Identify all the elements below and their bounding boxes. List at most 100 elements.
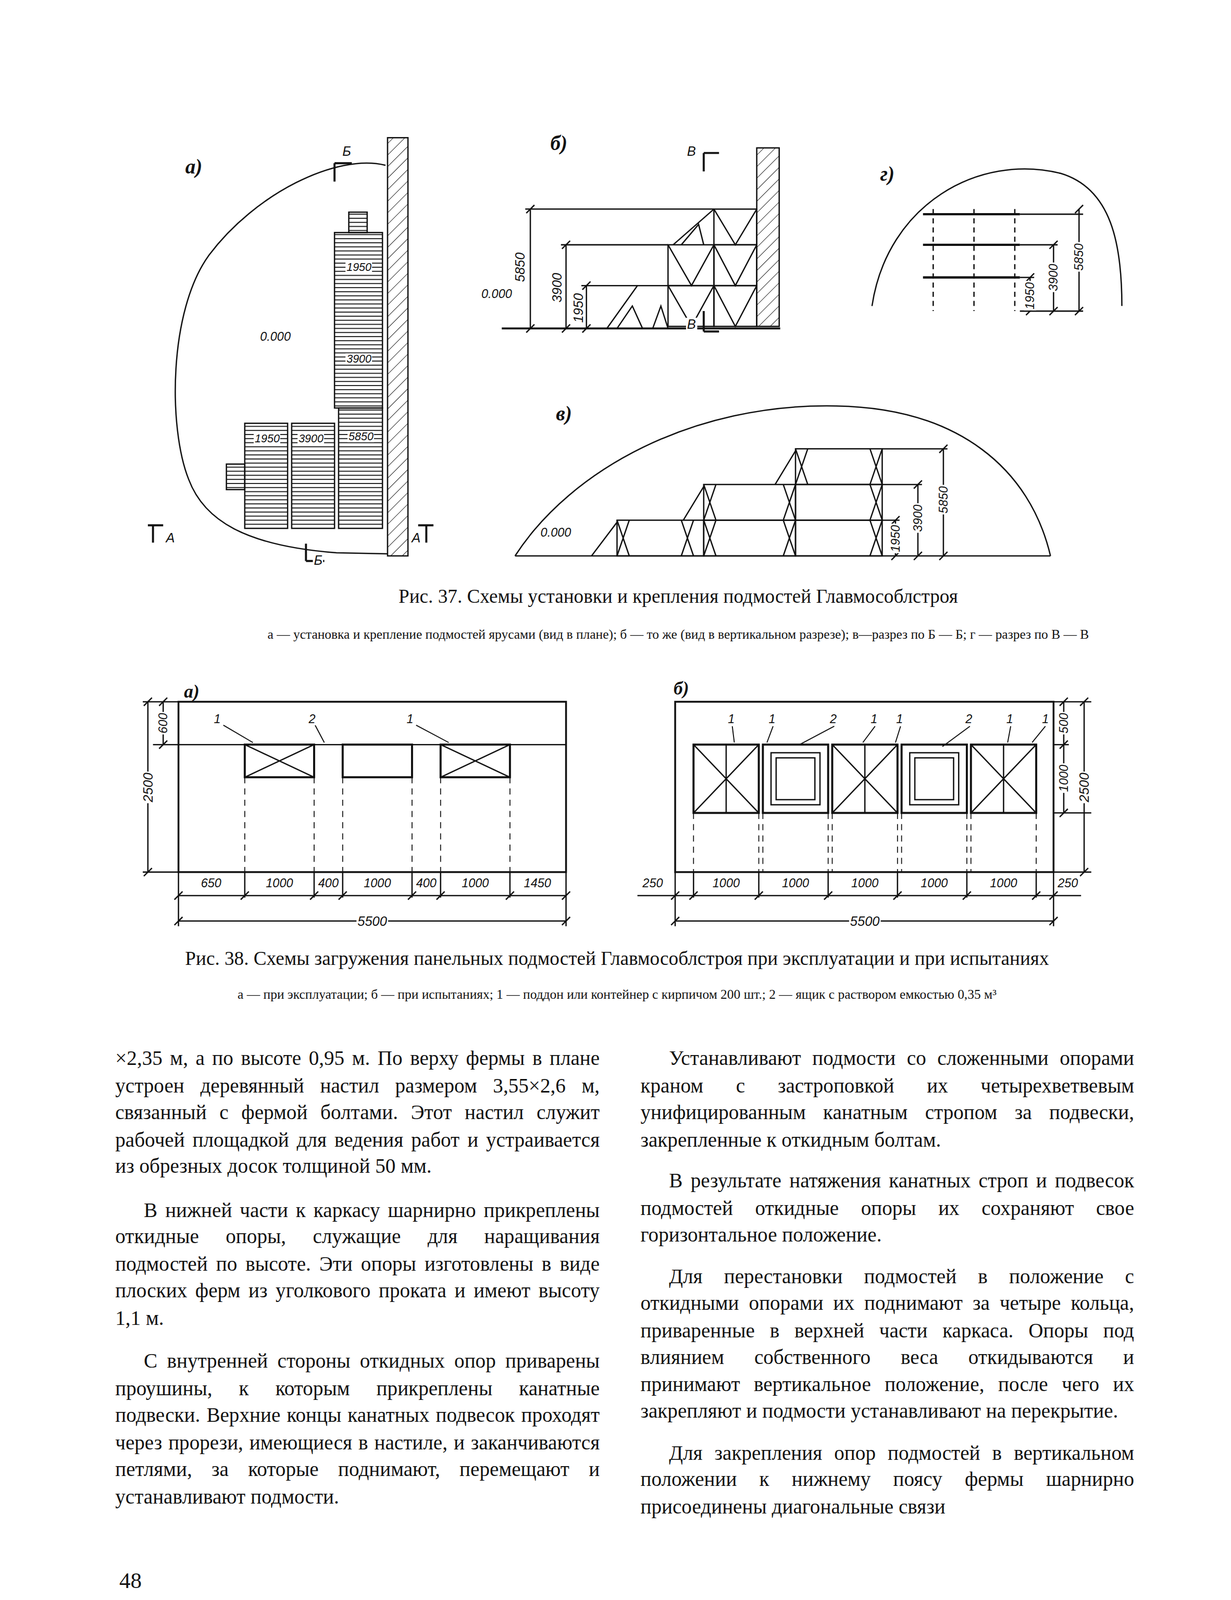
dimension-label: А: [410, 530, 422, 544]
dimension-label: 1: [212, 712, 222, 725]
fig37a-plan-part: [226, 464, 245, 490]
dimension-label: 2: [828, 712, 838, 725]
dimension-label: 1: [767, 712, 777, 725]
dimension-label: 5850: [1073, 242, 1086, 272]
text-column: ×2,35 м, а по высоте 0,95 м. По верху фе…: [115, 1044, 600, 1510]
figure-letter: а): [183, 682, 200, 701]
dimension-label: 600: [156, 711, 169, 735]
fig37a-plan-part: [291, 423, 335, 529]
dimension-label: 1000: [264, 877, 294, 890]
figure-letter: б): [550, 132, 568, 154]
fig37v-section-part: [591, 450, 796, 556]
dimension-label: 1950: [253, 432, 281, 445]
fig37b-section-part: [667, 244, 714, 286]
dimension-label: В: [686, 144, 698, 158]
caption-legend: а — при эксплуатации; б — при испытаниях…: [127, 985, 1107, 1003]
dimension-label: 3900: [550, 271, 564, 304]
caption-legend: а — установка и крепление подмостей ярус…: [208, 625, 1148, 643]
fig38b-scheme-part: [1053, 701, 1091, 873]
fig37a-plan-part: [349, 212, 368, 233]
dimension-label: 1: [405, 712, 415, 725]
dimension-label: 1: [869, 712, 879, 725]
fig37v-section-part: [703, 519, 796, 556]
fig38b-scheme-part: [771, 752, 820, 805]
fig37v-section-part: [703, 484, 883, 521]
fig37v-section-part: [616, 519, 882, 556]
fig37v-section-part: [795, 448, 882, 485]
fig37b-section-part: [606, 208, 715, 329]
fig38b-scheme-part: [675, 701, 1054, 873]
fig37b-section-part: [667, 208, 757, 327]
fig37g-section-part: [872, 168, 1123, 306]
page-number: 48: [119, 1569, 142, 1593]
dimension-label: 1: [1005, 712, 1015, 725]
dimension-label: 3900: [297, 432, 325, 445]
dimension-label: 3900: [911, 503, 924, 533]
fig37b-section-part: [526, 205, 591, 333]
dimension-label: 2500: [1077, 771, 1091, 804]
fig38a-scheme-part: [178, 701, 567, 873]
dimension-label: 2500: [141, 771, 155, 804]
fig37a-plan-part: [387, 137, 408, 556]
dimension-label: 5850: [937, 485, 950, 515]
fig37v-section-part: [795, 519, 882, 556]
dimension-label: 0.000: [480, 287, 514, 300]
dimension-label: 500: [1057, 711, 1070, 735]
dimension-label: 5850: [513, 251, 527, 284]
fig37b-section-part: [525, 208, 714, 329]
fig37v-section: [515, 405, 1051, 561]
dimension-label: 1950: [889, 524, 902, 554]
fig38b-scheme-part: [914, 757, 954, 800]
fig37v-section-part: [703, 484, 796, 521]
fig38a-scheme-part: [244, 777, 511, 873]
dimension-label: 1000: [919, 877, 949, 890]
fig37g-section-part: [923, 214, 1021, 278]
figure-caption: Рис. 38. Схемы загружения панельных подм…: [107, 947, 1128, 971]
body-paragraph: ×2,35 м, а по высоте 0,95 м. По верху фе…: [115, 1044, 600, 1180]
dimension-label: 5500: [356, 914, 389, 928]
fig37a-plan-part: [338, 407, 383, 529]
fig38a-scheme-part: [342, 744, 413, 778]
body-paragraph: Устанавливают подмости со сложенными опо…: [640, 1044, 1135, 1153]
dimension-label: 1000: [850, 877, 880, 890]
fig37a-plan-part: [334, 232, 383, 408]
dimension-label: 1: [894, 712, 904, 725]
dimension-label: 1950: [1024, 281, 1037, 311]
fig37a-plan-part: [175, 163, 388, 554]
fig37b-section-part: [703, 153, 719, 332]
figure-letter: в): [555, 402, 573, 424]
fig37b-section-part: [713, 285, 757, 327]
dimension-label: 1950: [345, 261, 373, 273]
body-paragraph: Для перестановки подмостей в положение с…: [640, 1262, 1135, 1425]
dimension-label: В: [686, 317, 698, 331]
figure-caption: Рис. 37. Схемы установки и крепления под…: [188, 585, 1168, 609]
dimension-label: 1000: [460, 877, 490, 890]
fig37v-section-part: [515, 405, 1051, 556]
dimension-label: 3900: [1047, 262, 1060, 292]
fig38b-scheme-part: [693, 744, 1037, 813]
text-column: Устанавливают подмости со сложенными опо…: [640, 1044, 1135, 1520]
dimension-label: 3900: [345, 353, 373, 365]
dimension-label: А: [164, 530, 176, 544]
fig37v-section-part: [795, 484, 882, 521]
fig38a-scheme-part: [244, 744, 511, 778]
dimension-label: 0.000: [539, 526, 573, 539]
dimension-label: 2: [307, 712, 317, 725]
fig37a-plan-part: [147, 163, 434, 562]
dimension-label: Б: [341, 144, 352, 158]
dimension-label: 0.000: [258, 330, 292, 343]
dimension-label: 1000: [780, 877, 811, 890]
figure-letter: б): [673, 679, 689, 698]
figure-letter: а): [185, 156, 203, 177]
fig38b-scheme-part: [693, 812, 1037, 873]
body-paragraph: В результате натяжения канатных строп и …: [640, 1166, 1135, 1249]
dimension-label: 400: [317, 877, 340, 890]
fig37a-plan-part: [244, 423, 288, 529]
body-paragraph: С внутренней стороны откидных опор прива…: [115, 1347, 600, 1510]
fig37g-section-part: [933, 208, 1015, 312]
fig37b-section-part: [713, 244, 757, 286]
fig38a-scheme-part: [223, 725, 450, 743]
fig37g-section: [872, 168, 1123, 316]
fig38b-scheme-part: [776, 757, 815, 800]
fig38b-scheme: [637, 697, 1092, 927]
